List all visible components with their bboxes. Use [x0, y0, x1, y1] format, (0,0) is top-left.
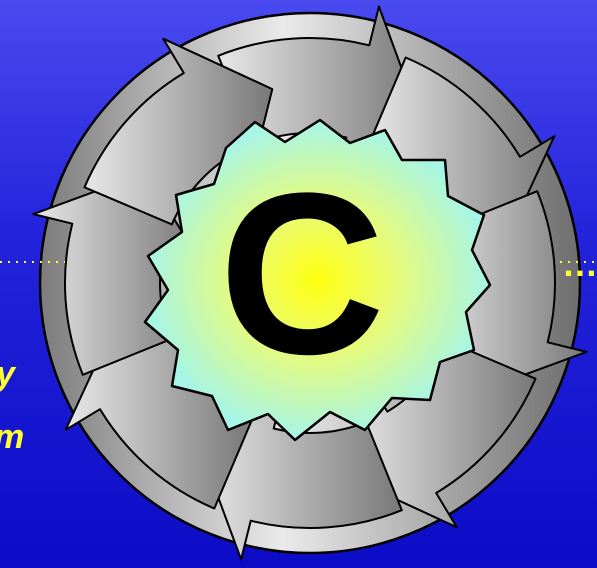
partial-text-line1: y [0, 357, 15, 391]
right-dots: … [562, 243, 597, 284]
center-letter: C [219, 145, 385, 402]
partial-text-line2: m [0, 420, 24, 454]
